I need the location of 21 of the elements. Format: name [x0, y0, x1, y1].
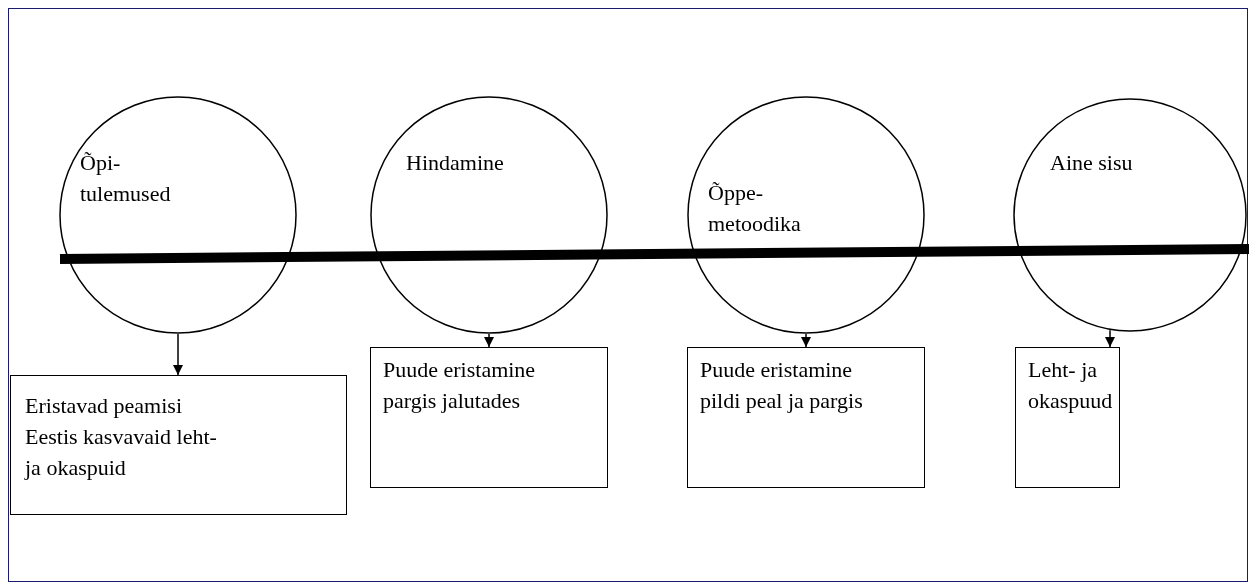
node-label: Õpi- tulemused [80, 149, 172, 208]
node-label: Õppe- metoodika [708, 179, 802, 238]
text-box [370, 347, 608, 488]
text-box [10, 375, 347, 515]
node-label: Puude eristamine pildi peal ja pargis [700, 356, 864, 415]
node-label: Puude eristamine pargis jalutades [383, 356, 537, 415]
node-label: Eristavad peamisi Eestis kasvavaid leht- ja okaspuid [25, 392, 218, 482]
arrow [1105, 329, 1115, 348]
node-label: Hindamine [406, 149, 505, 177]
text-box [1015, 347, 1120, 488]
node-label: Leht- ja okaspuud [1028, 356, 1114, 415]
arrow [484, 333, 494, 348]
circle-node [1013, 98, 1247, 332]
arrow [801, 333, 811, 348]
arrow [173, 333, 183, 376]
node-label: Aine sisu [1050, 149, 1134, 177]
timeline-bar [60, 243, 1249, 265]
circle-node [59, 96, 297, 334]
circle-node [687, 96, 925, 334]
text-box [687, 347, 925, 488]
circle-node [370, 96, 608, 334]
